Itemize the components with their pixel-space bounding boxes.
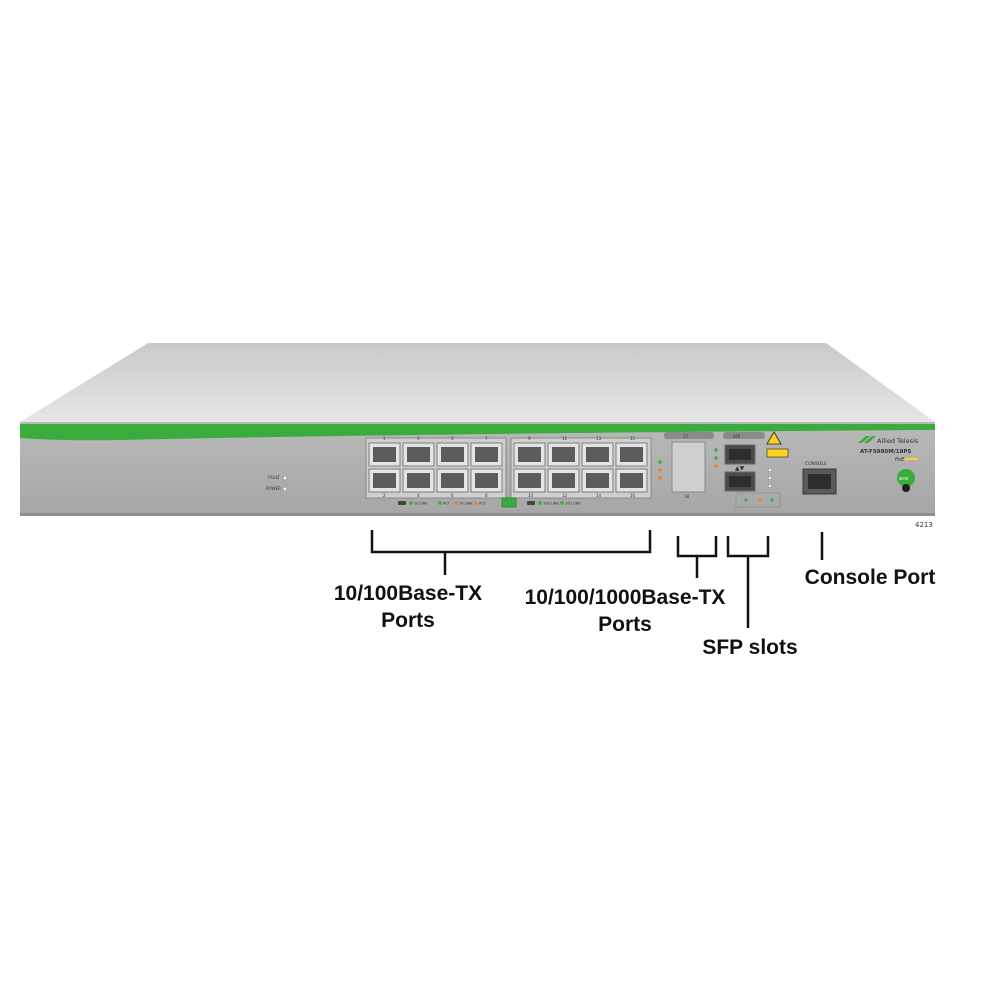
rj45-port-socket <box>620 473 643 488</box>
rj45-port-socket <box>518 473 541 488</box>
combo-bottom-label: 18 <box>684 494 690 499</box>
port-number-top: 9 <box>528 436 531 441</box>
laser-warning-icon <box>766 431 782 445</box>
callout-sfp-text: SFP slots <box>702 636 798 659</box>
laser-warning-label <box>766 448 789 458</box>
combo-top-label: 17 <box>683 434 689 439</box>
callout-gigabit-line2: Ports <box>598 613 652 636</box>
rj45-port-socket <box>373 473 396 488</box>
fault-led <box>282 475 288 481</box>
brand-name: Allied Telesis <box>877 437 919 445</box>
rj45-port-socket <box>475 473 498 488</box>
rj45-port-socket <box>441 447 464 462</box>
port-led-legend: 10 LINK ACT 10 LINK ACT 100 LINK 100 LIN… <box>398 497 581 508</box>
port-number-bottom: 6 <box>451 493 454 498</box>
fault-label: FAULT <box>268 475 280 480</box>
port-number-bottom: 8 <box>485 493 488 498</box>
rj45-port-socket <box>552 447 575 462</box>
rj45-ports-group <box>368 442 703 493</box>
gigabit-port-block <box>671 441 706 493</box>
legend-100-link: 100 LINK <box>543 502 559 506</box>
callout-sfp-slots: SFP slots <box>690 634 810 661</box>
chassis-top <box>20 343 935 422</box>
sfp-header-label: SFP <box>733 434 741 439</box>
port-number-top: 15 <box>630 436 636 441</box>
port-number-bottom: 2 <box>383 493 386 498</box>
callout-fast-ethernet-line1: 10/100Base-TX <box>333 582 483 605</box>
eco-badge-icon <box>897 469 915 487</box>
rj45-port-socket <box>518 447 541 462</box>
chassis-bottom-edge <box>20 513 935 516</box>
port-number-bottom: 12 <box>562 493 568 498</box>
bracket-sfp <box>726 536 770 558</box>
rj45-port-socket <box>552 473 575 488</box>
port-number-top: 11 <box>562 436 568 441</box>
legend-100-link-2: 100 LINK <box>565 502 581 506</box>
allied-telesis-logo-icon <box>858 436 870 443</box>
port-number-top: 3 <box>417 436 420 441</box>
port-number-bottom: 10 <box>528 493 534 498</box>
rj45-port-socket <box>407 473 430 488</box>
bracket-gigabit <box>676 536 718 558</box>
chassis-screw <box>902 484 910 492</box>
rj45-port-socket <box>620 447 643 462</box>
image-reference-number: 4213 <box>915 521 933 529</box>
callout-fast-ethernet-ports: 10/100Base-TX Ports <box>318 580 498 634</box>
sfp-slot-area: SFP ▲▼ <box>723 431 789 508</box>
legend-act: ACT <box>443 502 451 506</box>
port-number-bottom: 14 <box>596 493 602 498</box>
callout-console-text: Console Port <box>804 566 936 589</box>
callout-gigabit-ports: 10/100/1000Base-TX Ports <box>510 584 740 638</box>
port-number-top: 5 <box>451 436 454 441</box>
eco-mark: eco <box>899 476 908 482</box>
callout-brackets <box>370 530 824 628</box>
center-mode-button <box>501 497 517 508</box>
rj45-port-socket <box>441 473 464 488</box>
console-label: CONSOLE <box>805 461 827 467</box>
legend-10-link: 10 LINK <box>414 502 428 506</box>
gigabit-port-area: 17 18 <box>658 432 718 499</box>
rj45-port-socket <box>373 447 396 462</box>
callout-console-port: Console Port <box>790 564 950 591</box>
callout-gigabit-line1: 10/100/1000Base-TX <box>524 586 726 609</box>
port-number-top: 13 <box>596 436 602 441</box>
rj45-port-socket <box>407 447 430 462</box>
rj45-port-socket <box>586 473 609 488</box>
svg-text:▲▼: ▲▼ <box>735 465 745 472</box>
poe-mark: PoE <box>895 457 905 463</box>
port-number-bottom: 16 <box>630 493 636 498</box>
port-number-top: 7 <box>485 436 488 441</box>
power-led <box>282 486 288 492</box>
console-port-area: CONSOLE <box>802 461 837 495</box>
legend-10-link-2: 10 LINK <box>459 502 473 506</box>
green-accent-stripe <box>20 424 935 441</box>
power-label: POWER <box>266 486 281 491</box>
port-number-bottom: 4 <box>417 493 420 498</box>
legend-act-2: ACT <box>479 502 487 506</box>
model-name: AT-FS980M/18PS <box>860 449 911 455</box>
rj45-port-socket <box>475 447 498 462</box>
bracket-fast-ethernet <box>370 530 652 554</box>
port-number-top: 1 <box>383 436 386 441</box>
rj45-port-socket <box>586 447 609 462</box>
branding: Allied Telesis AT-FS980M/18PS PoE eco <box>858 436 919 492</box>
callout-fast-ethernet-line2: Ports <box>381 609 435 632</box>
